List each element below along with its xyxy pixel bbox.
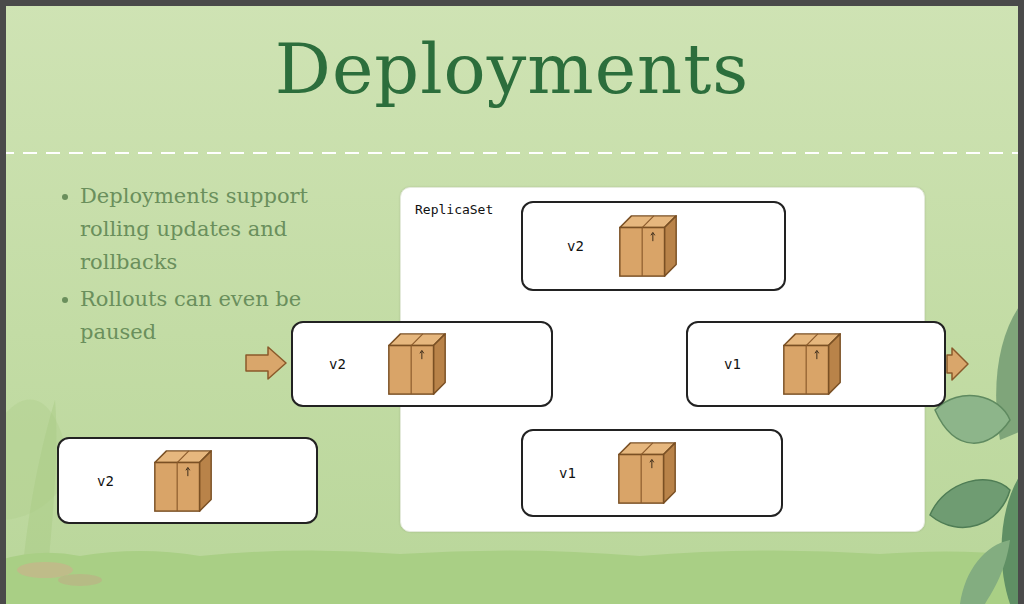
slide-title: Deployments [0,28,1024,110]
replicaset-box: ReplicaSetv2v2v1v1 [400,187,925,532]
package-icon [149,447,217,515]
group-label: ReplicaSet [415,202,493,217]
bullet-dot [62,297,68,303]
divider-line [0,152,1024,154]
leaf [930,480,1010,528]
version-label: v2 [329,356,346,372]
package-icon [613,439,681,507]
stone [17,562,73,578]
version-label: v2 [567,238,584,254]
package-icon [383,330,451,398]
grass [0,550,1024,604]
version-label: v2 [97,473,114,489]
package-icon [778,330,846,398]
bullet-text: Deployments support rolling updates and … [62,180,362,279]
outgoing-arrow [947,348,968,380]
leaf [960,540,1010,604]
pod-box: v2 [291,321,553,407]
stone [58,574,102,586]
leaf [935,396,1010,444]
pod-box: v1 [686,321,946,407]
version-label: v1 [724,356,741,372]
incoming-arrow [246,347,286,379]
leaf [1002,470,1024,604]
package-icon [614,212,682,280]
version-label: v1 [559,465,576,481]
pod-box: v2 [521,201,786,291]
pod-box: v2 [57,437,318,524]
bullet-dot [62,194,68,200]
pod-box: v1 [521,429,783,517]
